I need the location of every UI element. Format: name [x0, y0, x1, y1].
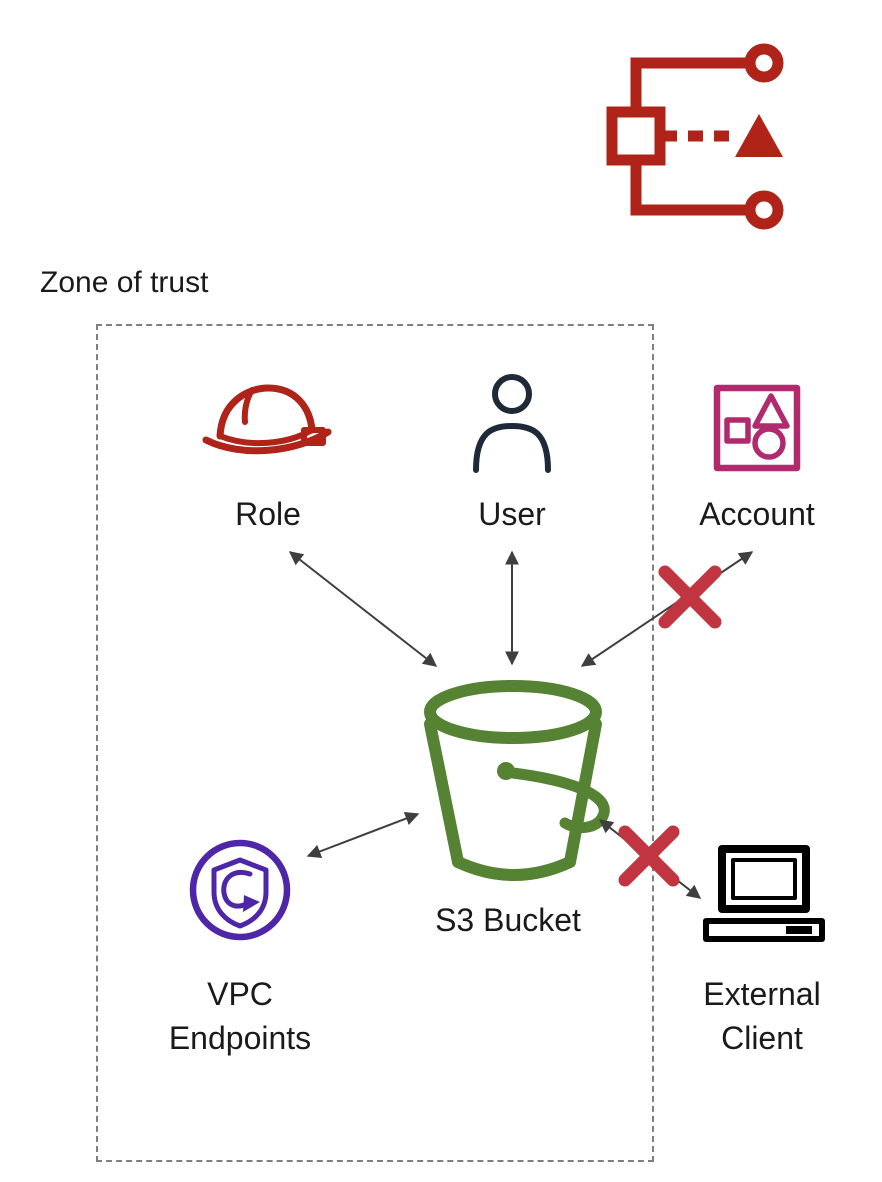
- account-shapes-icon: [713, 384, 801, 472]
- vpc-endpoints-label-line1: VPC: [207, 976, 273, 1012]
- workflow-tree-icon: [606, 43, 784, 230]
- user-label: User: [478, 496, 546, 532]
- role-label: Role: [235, 496, 301, 532]
- laptop-client-icon: [703, 845, 825, 942]
- vpc-endpoints-shield-icon: [189, 839, 291, 941]
- account-label: Account: [699, 496, 815, 532]
- zone-of-trust-label: Zone of trust: [40, 266, 209, 299]
- external-client-label: External Client: [662, 972, 862, 1060]
- deny-x-account: [658, 565, 722, 629]
- external-client-label-line1: External: [703, 976, 821, 1012]
- s3-bucket-label: S3 Bucket: [435, 902, 581, 938]
- hard-hat-role-icon: [202, 384, 332, 455]
- person-user-icon: [473, 374, 551, 473]
- s3-bucket-icon: [424, 680, 610, 881]
- external-client-label-line2: Client: [721, 1020, 803, 1056]
- zone-of-trust-border: [96, 324, 654, 1162]
- vpc-endpoints-label-line2: Endpoints: [168, 1020, 312, 1056]
- vpc-endpoints-label: VPC Endpoints: [140, 972, 340, 1060]
